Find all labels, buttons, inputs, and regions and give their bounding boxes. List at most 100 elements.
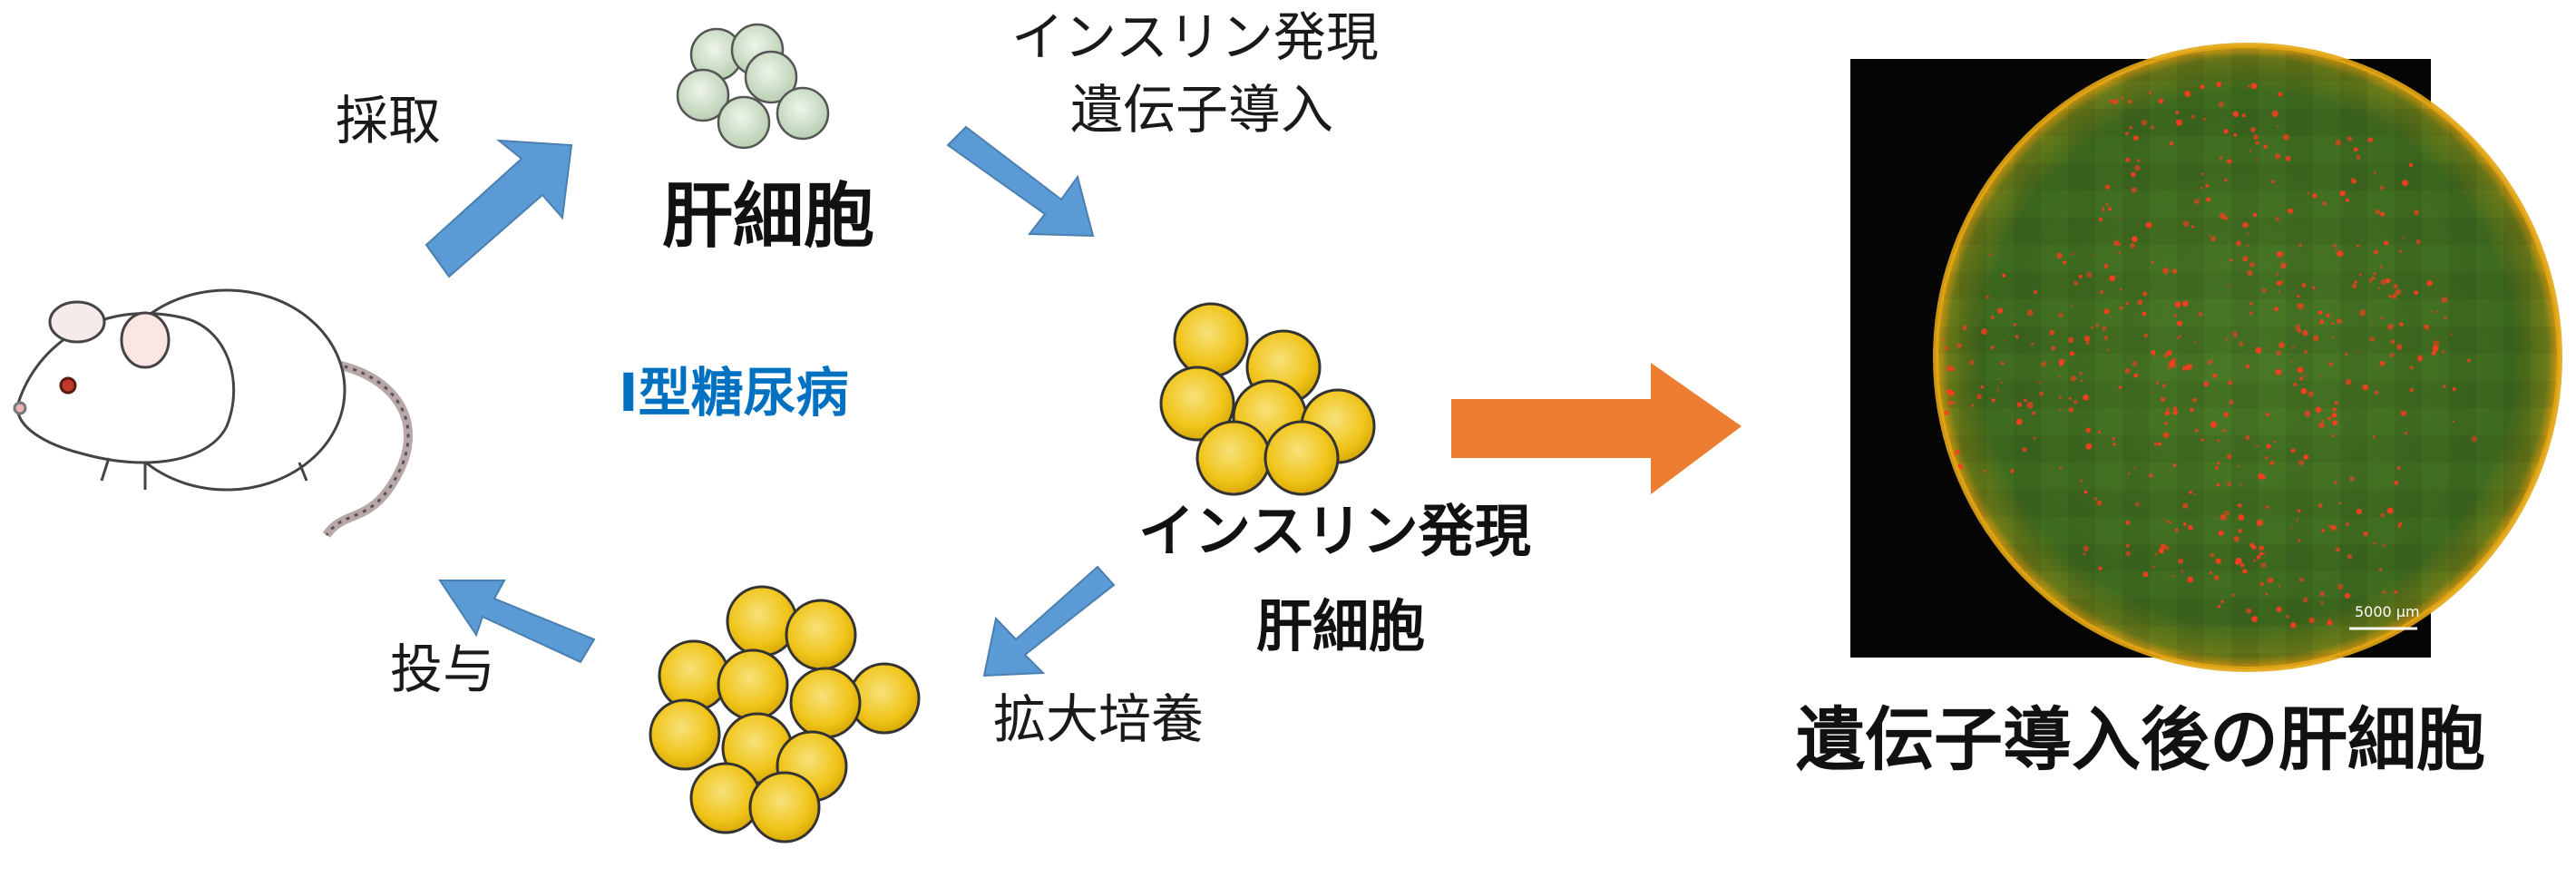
fluorescent-spot — [2038, 391, 2044, 396]
fluorescent-spot — [2245, 434, 2250, 441]
fluorescent-spot — [2374, 390, 2379, 395]
fluorescent-spot — [2118, 217, 2121, 219]
fluorescent-spot — [1944, 410, 1949, 415]
fluorescent-spot — [2152, 566, 2155, 569]
fluorescent-spot — [2059, 408, 2062, 412]
fluorescent-spot — [2319, 591, 2325, 597]
fluorescent-spot — [2435, 310, 2439, 314]
fluorescent-spot — [2307, 192, 2310, 195]
fluorescent-spot — [2293, 382, 2298, 386]
fluorescent-spot — [2242, 256, 2249, 262]
fluorescent-spot — [2105, 203, 2109, 206]
fluorescent-spot — [1996, 389, 1999, 392]
fluorescent-spot — [2426, 280, 2433, 287]
fluorescent-spot — [2431, 310, 2434, 313]
fluorescent-spot — [2297, 294, 2300, 298]
fluorescent-spot — [2058, 395, 2063, 399]
fluorescent-spot — [2215, 558, 2221, 564]
fluorescent-spot — [2290, 448, 2296, 453]
fluorescent-spot — [2174, 528, 2180, 533]
fluorescent-spot — [2182, 220, 2190, 228]
fluorescent-spot — [2234, 334, 2238, 337]
administer-label: 投与 — [390, 638, 496, 700]
fluorescent-spot — [2200, 172, 2204, 175]
fluorescent-spot — [2162, 432, 2170, 439]
fluorescent-spot — [2235, 557, 2242, 564]
fluorescent-spot — [2244, 223, 2248, 227]
fluorescent-spot — [2108, 207, 2113, 211]
fluorescent-spot — [2194, 340, 2198, 344]
fluorescent-spot — [2126, 302, 2130, 306]
fluorescent-spot — [2210, 359, 2213, 363]
fluorescent-spot — [2373, 272, 2376, 275]
fluorescent-spot — [2085, 341, 2090, 345]
fluorescent-spot — [2033, 436, 2036, 440]
fluorescent-spot — [2367, 137, 2374, 142]
fluorescent-spot — [2226, 453, 2232, 460]
fluorescent-spot — [2384, 240, 2389, 246]
fluorescent-spot — [2217, 439, 2220, 443]
fluorescent-spot — [2278, 290, 2280, 293]
fluorescent-spot — [2208, 234, 2210, 237]
fluorescent-spot — [2251, 616, 2259, 623]
fluorescent-spot — [2200, 187, 2203, 190]
fluorescent-spot — [2080, 379, 2083, 382]
fluorescent-spot — [2297, 303, 2304, 310]
fluorescent-spot — [2253, 560, 2256, 562]
fluorescent-spot — [2177, 558, 2184, 564]
fluorescent-spot — [2126, 544, 2130, 548]
fluorescent-spot — [2022, 447, 2027, 453]
fluorescent-spot — [2202, 118, 2206, 121]
fluorescent-spot — [2363, 531, 2368, 537]
fluorescent-spot — [2303, 454, 2309, 460]
fluorescent-spot — [2193, 493, 2196, 496]
fluorescent-spot — [1980, 385, 1985, 389]
fluorescent-spot — [2379, 185, 2385, 190]
fluorescent-spot — [2393, 283, 2398, 289]
fluorescent-spot — [2188, 524, 2193, 531]
fluorescent-spot — [2059, 467, 2063, 471]
fluorescent-spot — [2334, 401, 2338, 405]
fluorescent-spot — [2380, 278, 2386, 286]
fluorescent-spot — [2059, 375, 2062, 378]
fluorescent-spot — [2282, 133, 2289, 141]
fluorescent-spot — [2166, 407, 2170, 411]
fluorescent-spot — [2191, 114, 2195, 120]
fluorescent-spot — [2267, 577, 2274, 584]
fluorescent-spot — [1953, 401, 1956, 405]
fluorescent-spot — [2247, 232, 2249, 235]
fluorescent-spot — [2332, 336, 2335, 338]
fluorescent-spot — [2249, 542, 2255, 548]
fluorescent-spot — [2151, 391, 2153, 394]
fluorescent-spot — [2409, 387, 2415, 393]
fluorescent-spot — [2068, 336, 2074, 344]
fluorescent-spot — [2320, 601, 2324, 605]
fluorescent-spot — [2098, 566, 2103, 570]
fluorescent-spot — [2169, 521, 2171, 524]
fluorescent-spot — [2344, 352, 2348, 356]
fluorescent-spot — [1946, 389, 1951, 394]
fluorescent-spot — [2262, 552, 2266, 555]
fluorescent-spot — [2452, 387, 2456, 392]
fluorescent-spot — [2083, 545, 2090, 552]
fluorescent-spot — [2271, 110, 2278, 117]
fluorescent-spot — [2433, 340, 2440, 347]
fluorescent-spot — [2368, 278, 2374, 283]
fluorescent-spot — [2295, 324, 2301, 331]
fluorescent-spot — [2118, 385, 2122, 390]
fluorescent-spot — [2230, 258, 2233, 262]
fluorescent-spot — [2380, 317, 2384, 320]
fluorescent-spot — [2217, 462, 2220, 465]
fluorescent-spot — [1968, 359, 1975, 366]
fluorescent-spot — [2160, 396, 2166, 403]
fluorescent-spot — [2290, 622, 2297, 629]
fluorescent-spot — [2259, 552, 2263, 556]
fluorescent-spot — [2039, 381, 2043, 385]
fluorescent-spot — [2078, 274, 2083, 278]
fluorescent-spot — [2247, 270, 2253, 277]
fluorescent-spot — [2235, 240, 2241, 247]
fluorescent-spot — [2107, 348, 2110, 351]
fluorescent-spot — [2275, 216, 2280, 221]
fluorescent-spot — [2132, 360, 2138, 366]
